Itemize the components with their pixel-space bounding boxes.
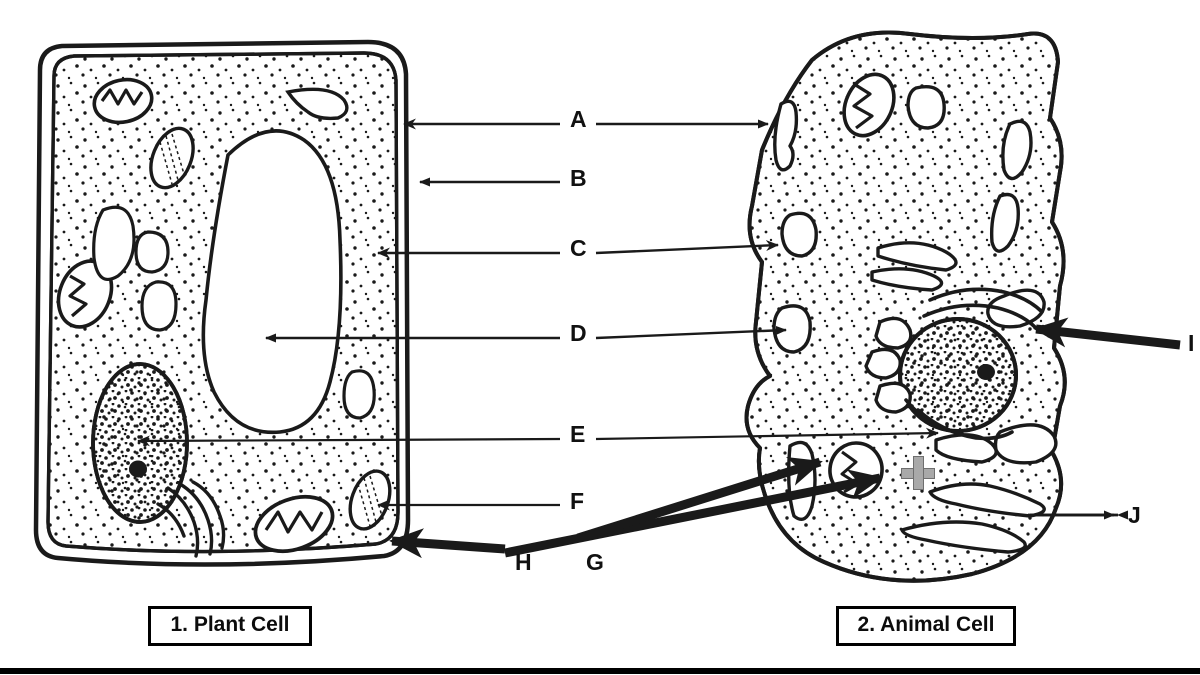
plant-chloroplast-upper	[149, 126, 195, 190]
plant-vesicle-5	[342, 369, 376, 420]
caption-animal-cell: 2. Animal Cell	[836, 606, 1016, 646]
caption-plant-cell: 1. Plant Cell	[148, 606, 312, 646]
label-D: D	[570, 320, 588, 346]
animal-vesicle-c	[780, 211, 818, 258]
leader-I-animal	[1033, 317, 1181, 350]
plant-mitochondrion-upper	[92, 77, 154, 125]
animal-vesicle-d	[772, 304, 812, 354]
label-A: A	[570, 106, 588, 132]
plant-vacuole	[201, 129, 343, 435]
leader-C-right	[595, 240, 779, 255]
leader-G-animal	[576, 456, 823, 543]
plant-nucleolus	[129, 460, 147, 478]
animal-mitochondrion-top	[842, 72, 896, 138]
bottom-divider	[0, 668, 1200, 674]
plant-vesicle-1	[92, 205, 136, 281]
label-I: I	[1188, 330, 1195, 356]
label-F: F	[570, 488, 585, 514]
animal-vesicle-top	[906, 85, 946, 130]
plant-mitochondrion-bottom	[253, 494, 335, 554]
label-G: G	[586, 549, 605, 575]
leader-E-left	[137, 435, 561, 447]
leader-H-animal	[504, 469, 883, 558]
thick-leader-lines	[389, 317, 1181, 559]
leader-D-right	[595, 325, 787, 340]
animal-cell	[744, 30, 1067, 583]
label-H: H	[515, 549, 533, 575]
plant-golgi-apparatus	[156, 480, 226, 558]
animal-nucleolus	[977, 364, 995, 380]
crosshair-vertical-bar	[913, 456, 924, 490]
plant-cell	[33, 39, 411, 567]
plant-chloroplast-lower	[348, 469, 392, 531]
plant-vesicle-4	[285, 87, 349, 121]
label-J: J	[1128, 502, 1142, 528]
leader-lines	[137, 118, 1128, 520]
plant-vesicle-2	[134, 230, 170, 274]
plant-vesicle-3	[140, 280, 178, 332]
label-E: E	[570, 421, 586, 447]
animal-golgi-apparatus	[904, 287, 1044, 441]
crosshair-cursor-icon	[901, 456, 935, 490]
label-C: C	[570, 235, 588, 261]
leader-H-plant	[389, 528, 506, 559]
leader-E-right	[595, 427, 939, 441]
label-B: B	[570, 165, 588, 191]
